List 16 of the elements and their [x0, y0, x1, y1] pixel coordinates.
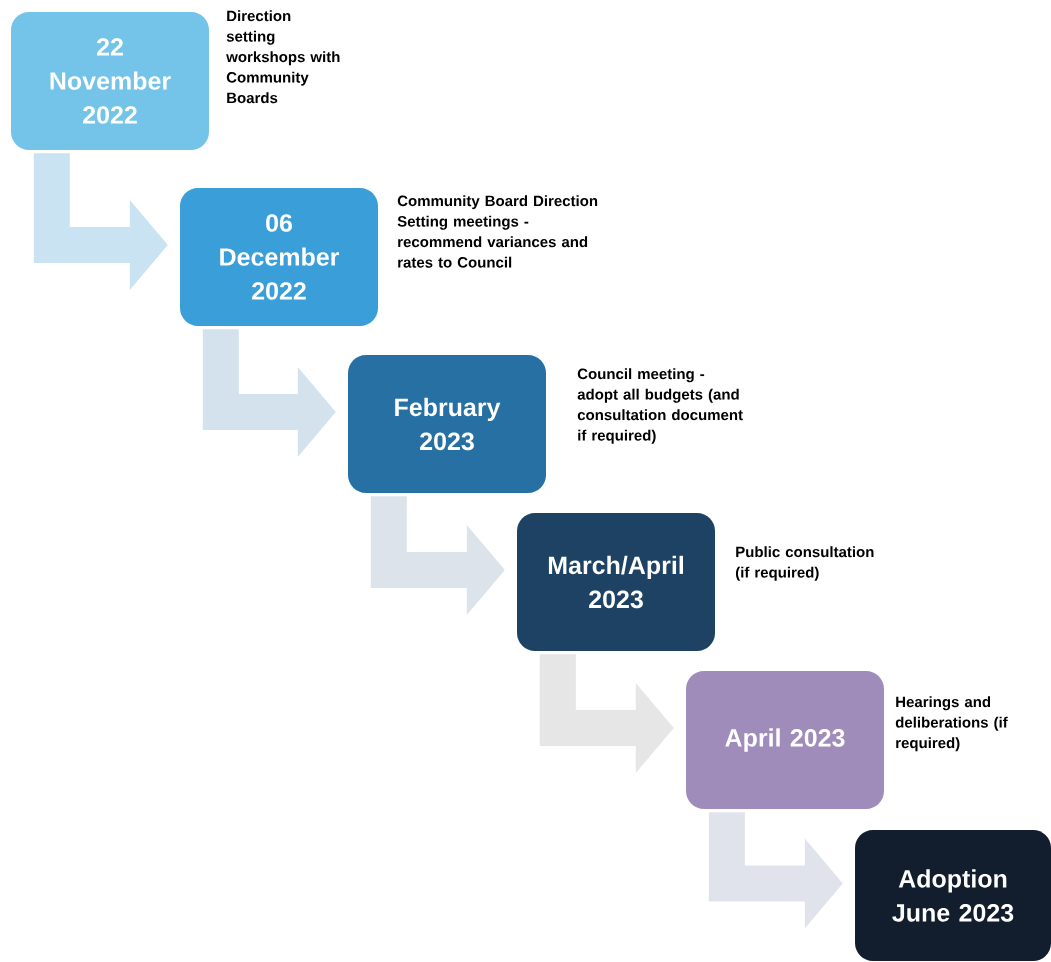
elbow-arrow — [539, 654, 674, 773]
elbow-arrow — [33, 153, 168, 290]
elbow-arrow — [708, 812, 843, 929]
description-text: Community Board Direction Setting meetings - recommend variances and rates to Council — [397, 195, 598, 268]
elbow-arrow — [370, 496, 505, 615]
description-text: Council meeting - adopt all budgets (and consultation document if required) — [577, 368, 743, 444]
date-box: 22 November 2022 — [11, 12, 209, 150]
description-text: Public consultation (if required) — [735, 546, 874, 581]
date-box: April 2023 — [686, 671, 884, 809]
description-text: Direction setting workshops with Community Boards — [226, 10, 340, 104]
date-box: February 2023 — [348, 355, 546, 493]
elbow-arrow — [202, 329, 336, 457]
date-box: Adoption June 2023 — [855, 830, 1051, 961]
date-box: 06 December 2022 — [180, 188, 378, 326]
date-box: March/April 2023 — [517, 513, 715, 651]
description-text: Hearings and deliberations (if required) — [895, 696, 1008, 752]
